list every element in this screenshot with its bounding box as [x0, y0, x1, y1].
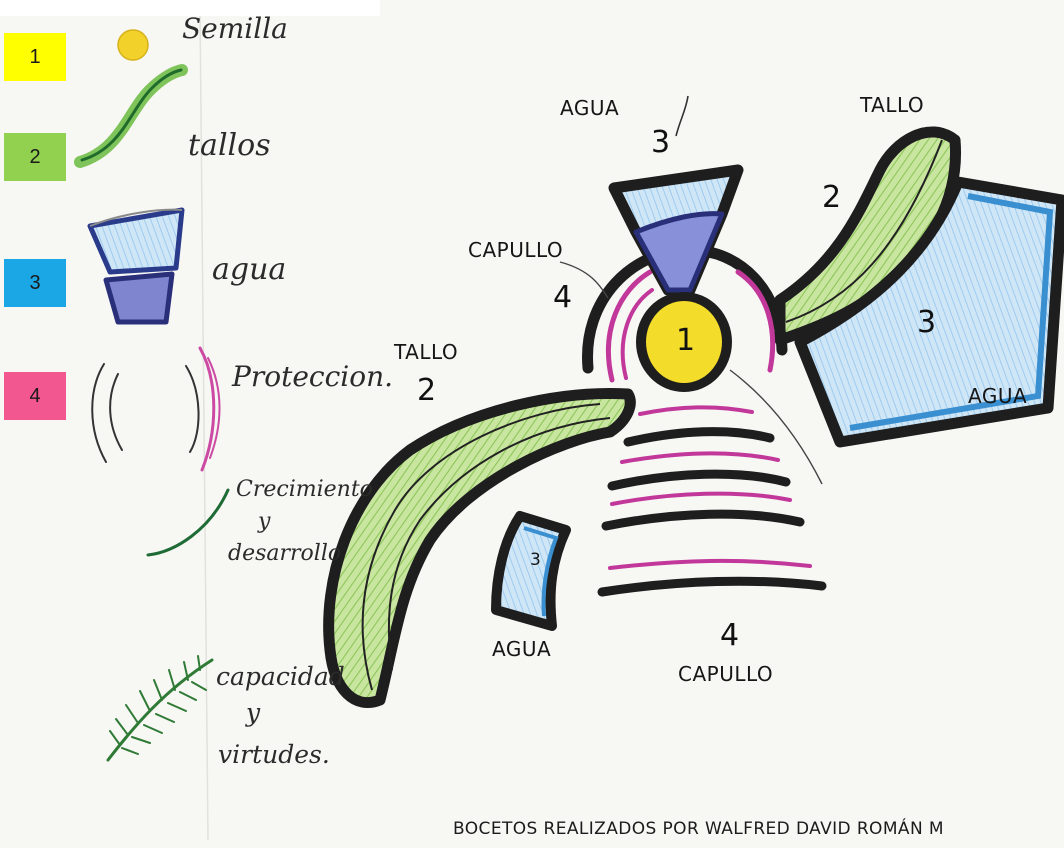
bud-rings — [597, 405, 827, 597]
label-capullo-left: CAPULLO — [468, 238, 564, 262]
label-agua-bottom: AGUA — [492, 637, 552, 661]
note-growth-line-2: y — [258, 509, 271, 534]
legend-text-stems: tallos — [188, 128, 271, 163]
seed — [646, 301, 722, 383]
number-bud-bottom: 4 — [720, 618, 740, 653]
growth-line-icon — [146, 488, 230, 557]
number-water-small: 3 — [530, 550, 542, 570]
stem-left — [323, 388, 636, 708]
label-agua-top: AGUA — [560, 96, 620, 120]
number-seed: 1 — [676, 323, 696, 358]
number-water-right: 3 — [917, 305, 937, 340]
author-credit: BOCETOS REALIZADOS POR WALFRED DAVID ROM… — [453, 819, 944, 839]
top-pointer-line — [675, 95, 689, 137]
legend-number-3: 3 — [29, 271, 41, 294]
number-stem-right: 2 — [822, 180, 842, 215]
seed-legend-icon — [117, 29, 149, 61]
water-small — [491, 511, 571, 631]
water-legend-icon — [87, 207, 185, 325]
legend-swatch-1: 1 — [4, 33, 66, 81]
legend-swatch-3: 3 — [4, 259, 66, 307]
number-water-top: 3 — [651, 125, 671, 160]
label-capullo-bottom: CAPULLO — [678, 662, 774, 686]
legend-text-water: agua — [212, 252, 287, 287]
legend-text-protection: Proteccion. — [232, 360, 394, 393]
note-capacity-line-2: y — [246, 698, 261, 727]
legend-number-1: 1 — [29, 45, 41, 68]
paper-edge — [0, 0, 380, 16]
legend-number-2: 2 — [29, 145, 41, 168]
legend-text-seed: Semilla — [182, 12, 288, 45]
legend-number-4: 4 — [29, 384, 41, 407]
paper-fold — [199, 9, 209, 841]
water-right — [794, 176, 1064, 448]
number-stem-left: 2 — [417, 373, 437, 408]
legend-swatch-2: 2 — [4, 133, 66, 181]
label-agua-right: AGUA — [968, 384, 1028, 408]
label-tallo-top: TALLO — [860, 93, 925, 117]
note-growth-line-1: Crecimiento — [236, 477, 373, 502]
note-growth-line-3: desarrollo — [228, 541, 342, 566]
label-tallo-left: TALLO — [394, 340, 459, 364]
note-capacity-line-1: capacidad — [216, 662, 345, 691]
fern-leaf-icon — [106, 655, 214, 762]
protection-legend-icon — [91, 346, 221, 472]
number-bud-left: 4 — [553, 280, 573, 315]
note-capacity-line-3: virtudes. — [218, 740, 330, 769]
legend-swatch-4: 4 — [4, 372, 66, 420]
